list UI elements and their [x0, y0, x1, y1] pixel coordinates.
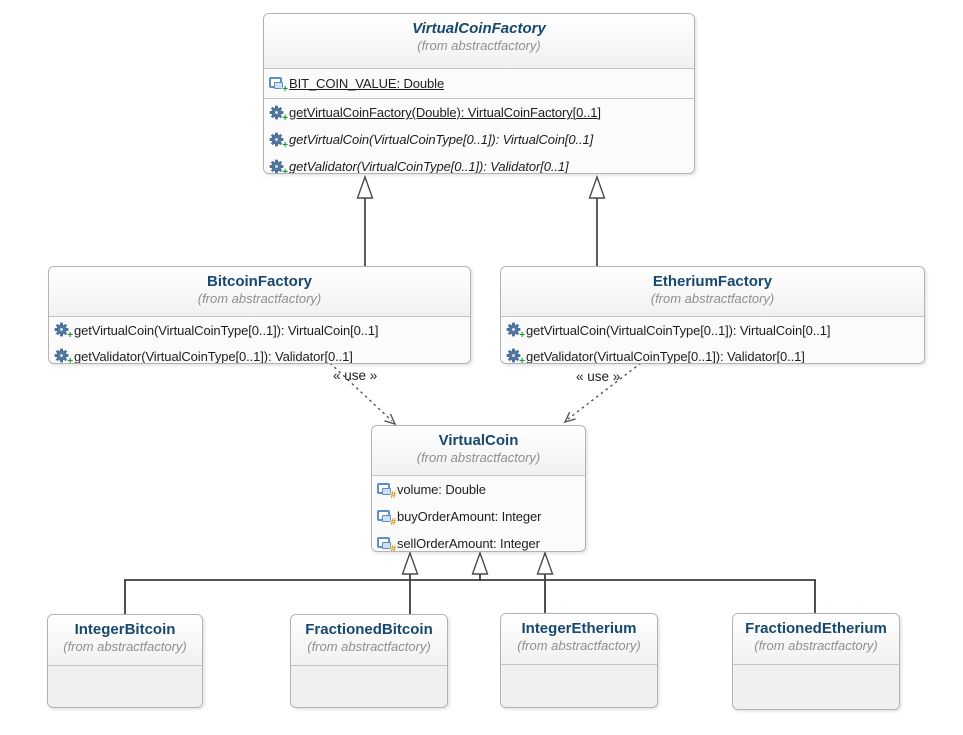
field-icon: # [377, 509, 397, 528]
class-package: (from abstractfactory) [517, 638, 641, 653]
attribute-row: # buyOrderAmount: Integer [372, 503, 585, 530]
attribute-text: volume: Double [397, 482, 486, 497]
public-visibility-badge: + [282, 83, 288, 95]
class-header: FractionedBitcoin (from abstractfactory) [291, 615, 447, 665]
class-name: VirtualCoinFactory [412, 20, 546, 37]
public-visibility-badge: + [519, 356, 525, 364]
class-etherium-factory: EtheriumFactory (from abstractfactory) +… [500, 266, 925, 364]
class-integer-bitcoin: IntegerBitcoin (from abstractfactory) [47, 614, 203, 708]
class-name: FractionedEtherium [745, 620, 887, 637]
class-name: FractionedBitcoin [305, 621, 433, 638]
generalization-arrowhead-left [401, 550, 419, 575]
class-name: BitcoinFactory [206, 273, 312, 290]
hash-visibility-badge: # [390, 516, 397, 528]
class-header: FractionedEtherium (from abstractfactory… [733, 614, 899, 664]
class-virtual-coin-factory: VirtualCoinFactory (from abstractfactory… [263, 13, 695, 174]
operations-section: + getVirtualCoin(VirtualCoinType[0..1]):… [501, 316, 924, 364]
class-header: BitcoinFactory (from abstractfactory) [49, 267, 470, 316]
operation-icon: + [269, 105, 288, 124]
generalization-arrowhead-etheriumfactory [588, 174, 606, 199]
use-stereotype-label-right: « use » [576, 369, 621, 384]
use-stereotype-label-left: « use » [333, 368, 378, 383]
attribute-row: # volume: Double [372, 476, 585, 503]
operation-icon: + [54, 348, 73, 364]
operation-row: + getVirtualCoin(VirtualCoinType[0..1]):… [264, 126, 694, 153]
class-name: IntegerBitcoin [74, 621, 176, 638]
class-name: VirtualCoin [438, 432, 519, 449]
operation-row: + getVirtualCoin(VirtualCoinType[0..1]):… [501, 317, 924, 343]
class-package: (from abstractfactory) [63, 639, 187, 654]
attribute-text: sellOrderAmount: Integer [397, 536, 540, 551]
attribute-row: # sellOrderAmount: Integer [372, 530, 585, 552]
class-header: IntegerEtherium (from abstractfactory) [501, 614, 657, 664]
attribute-row: + BIT_COIN_VALUE: Double [264, 69, 694, 98]
generalization-arrowhead-center [471, 550, 489, 575]
public-visibility-badge: + [282, 139, 288, 151]
operation-icon: + [54, 322, 73, 341]
operation-row: + getValidator(VirtualCoinType[0..1]): V… [501, 343, 924, 364]
operation-text: getValidator(VirtualCoinType[0..1]): Val… [74, 348, 353, 364]
use-dependency-arrowhead-right [563, 411, 576, 424]
field-icon: # [377, 482, 397, 501]
hash-visibility-badge: # [390, 543, 397, 552]
operation-text: getValidator(VirtualCoinType[0..1]): Val… [289, 159, 569, 174]
class-package: (from abstractfactory) [650, 291, 775, 306]
empty-body [733, 664, 899, 709]
attribute-text: BIT_COIN_VALUE: Double [289, 76, 445, 91]
attributes-section: + BIT_COIN_VALUE: Double [264, 68, 694, 98]
class-bitcoin-factory: BitcoinFactory (from abstractfactory) + … [48, 266, 471, 364]
generalization-arrowhead-right [536, 550, 554, 575]
class-fractioned-bitcoin: FractionedBitcoin (from abstractfactory) [290, 614, 448, 708]
public-visibility-badge: + [67, 330, 73, 341]
class-package: (from abstractfactory) [307, 639, 431, 654]
empty-body [501, 664, 657, 707]
hash-visibility-badge: # [390, 489, 397, 501]
operation-row: + getVirtualCoin(VirtualCoinType[0..1]):… [49, 317, 470, 343]
static-field-icon: + [269, 76, 288, 95]
class-header: EtheriumFactory (from abstractfactory) [501, 267, 924, 316]
operation-text: getVirtualCoinFactory(Double): VirtualCo… [289, 105, 601, 120]
class-package: (from abstractfactory) [754, 638, 878, 653]
operation-icon: + [506, 322, 525, 341]
use-dependency-arrowhead-left [384, 413, 397, 426]
attributes-section: # volume: Double # buyOrderAmount: Integ… [372, 475, 585, 552]
empty-body [291, 665, 447, 707]
operations-section: + getVirtualCoinFactory(Double): Virtual… [264, 98, 694, 174]
operation-text: getVirtualCoin(VirtualCoinType[0..1]): V… [74, 322, 379, 338]
operation-row: + getVirtualCoinFactory(Double): Virtual… [264, 99, 694, 126]
class-package: (from abstractfactory) [416, 450, 541, 465]
class-header: VirtualCoin (from abstractfactory) [372, 426, 585, 475]
class-header: VirtualCoinFactory (from abstractfactory… [264, 14, 694, 68]
operation-text: getValidator(VirtualCoinType[0..1]): Val… [526, 348, 805, 364]
class-package: (from abstractfactory) [417, 38, 541, 53]
operations-section: + getVirtualCoin(VirtualCoinType[0..1]):… [49, 316, 470, 364]
field-icon: # [377, 536, 397, 552]
generalization-arrowhead-bitcoinfactory [356, 174, 374, 199]
public-visibility-badge: + [67, 356, 73, 364]
class-virtual-coin: VirtualCoin (from abstractfactory) # vol… [371, 425, 586, 552]
use-dependency-line-left [329, 362, 393, 422]
operation-icon: + [269, 132, 288, 151]
public-visibility-badge: + [282, 112, 288, 124]
operation-icon: + [269, 159, 288, 174]
class-package: (from abstractfactory) [197, 291, 322, 306]
operation-row: + getValidator(VirtualCoinType[0..1]): V… [49, 343, 470, 364]
class-header: IntegerBitcoin (from abstractfactory) [48, 615, 202, 665]
attribute-text: buyOrderAmount: Integer [397, 509, 542, 524]
class-name: EtheriumFactory [652, 273, 773, 290]
public-visibility-badge: + [282, 166, 288, 174]
operation-row: + getValidator(VirtualCoinType[0..1]): V… [264, 153, 694, 174]
operation-icon: + [506, 348, 525, 364]
operation-text: getVirtualCoin(VirtualCoinType[0..1]): V… [289, 132, 594, 147]
class-fractioned-etherium: FractionedEtherium (from abstractfactory… [732, 613, 900, 710]
empty-body [48, 665, 202, 707]
public-visibility-badge: + [519, 330, 525, 341]
class-name: IntegerEtherium [521, 620, 637, 637]
operation-text: getVirtualCoin(VirtualCoinType[0..1]): V… [526, 322, 831, 338]
class-integer-etherium: IntegerEtherium (from abstractfactory) [500, 613, 658, 708]
